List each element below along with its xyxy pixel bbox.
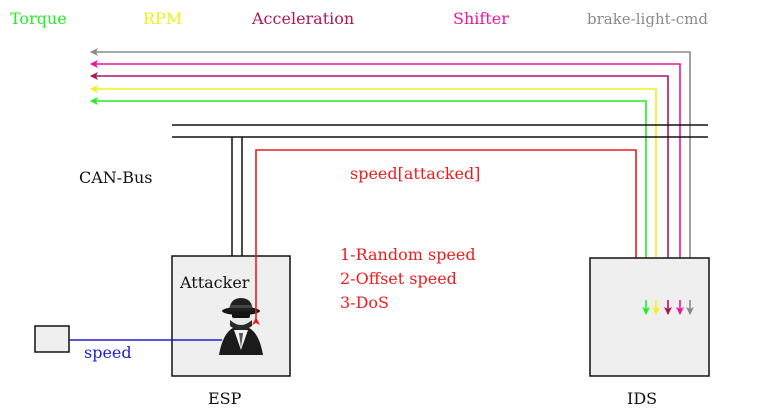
can-bus-label: CAN-Bus — [79, 168, 152, 187]
rpm-line — [90, 85, 657, 308]
legend-brake-light-cmd: brake-light-cmd — [587, 10, 708, 28]
speed-sensor-box — [34, 325, 70, 353]
legend-shifter: Shifter — [453, 9, 509, 28]
legend-acceleration: Acceleration — [251, 9, 354, 28]
speed-label: speed — [84, 343, 132, 362]
attacked-speed-line — [252, 149, 640, 325]
acceleration-line — [90, 72, 669, 308]
ids-label: IDS — [627, 389, 657, 408]
attack-mode-3: 3-DoS — [340, 293, 389, 312]
brake-light-cmd-line — [90, 48, 691, 308]
esp-label: ESP — [208, 389, 242, 408]
ids-box — [589, 257, 710, 377]
attacker-label: Attacker — [179, 273, 250, 292]
attacker-spy-icon — [219, 298, 263, 355]
attack-mode-1: 1-Random speed — [340, 245, 476, 264]
torque-line — [90, 97, 647, 308]
attacked-speed-label: speed[attacked] — [350, 164, 480, 183]
shifter-line — [90, 60, 681, 308]
attack-mode-2: 2-Offset speed — [340, 269, 457, 288]
legend-torque: Torque — [10, 9, 67, 28]
legend-rpm: RPM — [143, 9, 182, 28]
